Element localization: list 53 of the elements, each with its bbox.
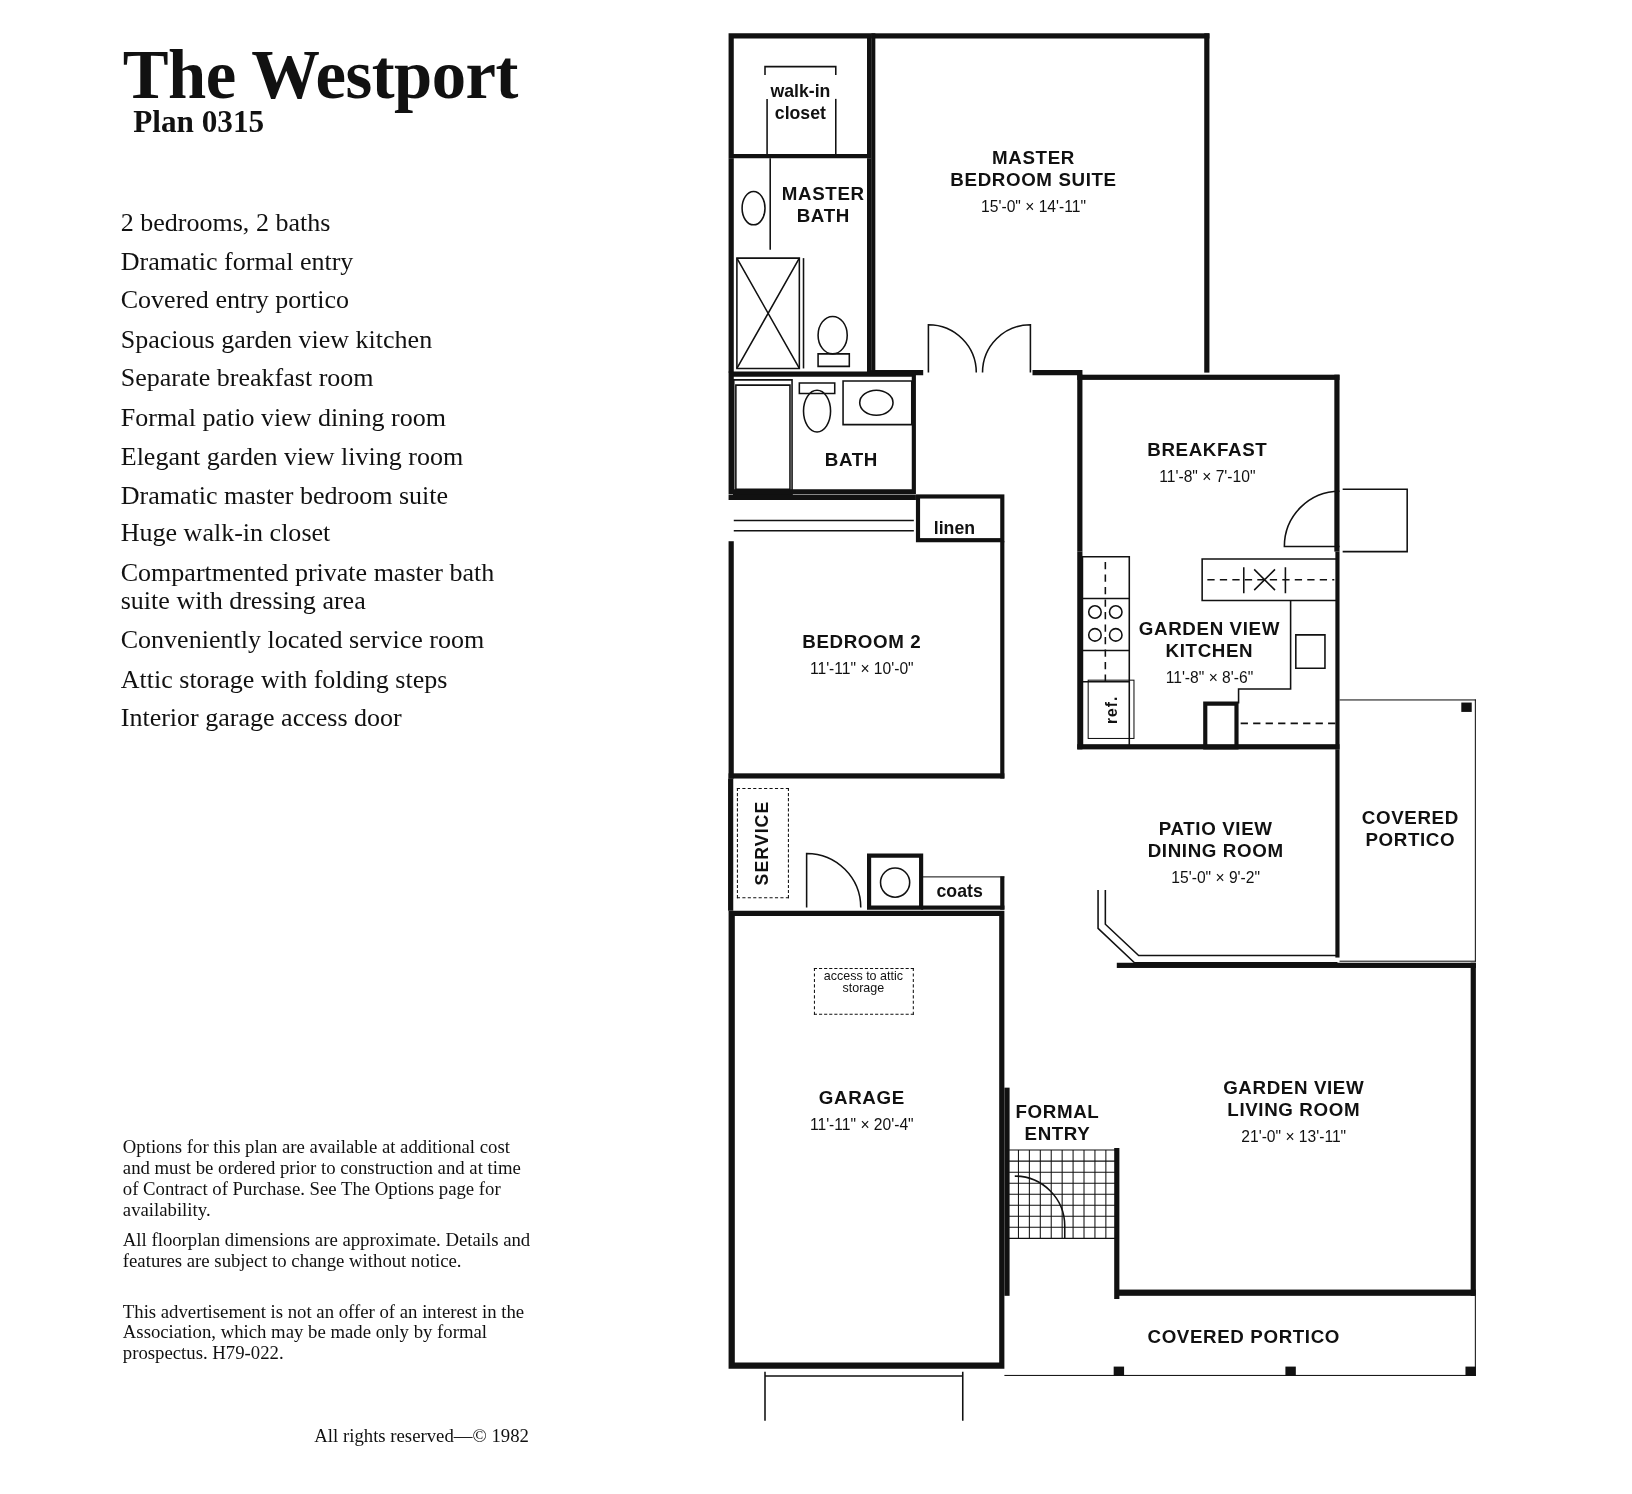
feature-item: Elegant garden view living room — [120, 442, 465, 471]
feature-item: Attic storage with folding steps — [120, 665, 449, 694]
feature-item: Formal patio view dining room — [120, 402, 447, 431]
room-name: walk-in closet — [769, 80, 832, 124]
feature-item: Interior garage access door — [120, 703, 403, 732]
room — [1116, 962, 1476, 1296]
feature-item: Spacious garden view kitchen — [120, 324, 434, 353]
room-name: ref. — [1102, 695, 1120, 724]
room-name: PATIO VIEW DINING ROOM — [1146, 818, 1285, 862]
room-dimensions: 15'-0" × 9'-2" — [1170, 867, 1261, 888]
room — [728, 371, 916, 495]
room-name: COVERED PORTICO — [1360, 807, 1460, 851]
room-name: MASTER BATH — [780, 183, 866, 227]
feature-item: Dramatic master bedroom suite — [120, 480, 450, 509]
room-name: SERVICE — [752, 800, 774, 886]
room-name: access to attic storage — [822, 970, 904, 994]
room — [1077, 374, 1340, 552]
room — [1077, 551, 1340, 750]
feature-item: Dramatic formal entry — [120, 246, 355, 275]
room-name: BATH — [823, 449, 879, 472]
room-name: BEDROOM 2 — [801, 631, 923, 654]
room-name: coats — [935, 880, 984, 902]
room-dimensions: 11'-8" × 8'-6" — [1164, 667, 1255, 688]
feature-item: Compartmented private master bath suite with dressing area — [120, 557, 496, 615]
storage-area — [921, 876, 1005, 910]
room-dimensions: 11'-8" × 7'-10" — [1158, 466, 1257, 487]
room-name: linen — [932, 517, 977, 540]
room-name: BREAKFAST — [1146, 439, 1269, 462]
room-dimensions: 11'-11" × 10'-0" — [808, 658, 915, 680]
copyright-text: All rights reserved—© 1982 — [314, 1423, 530, 1447]
feature-item: Separate breakfast room — [120, 363, 375, 392]
room-name: MASTER BEDROOM SUITE — [950, 147, 1117, 192]
feature-item: Huge walk-in closet — [120, 518, 332, 547]
storage-area — [915, 494, 1005, 543]
room-name: GARDEN VIEW KITCHEN — [1137, 618, 1281, 662]
room-dimensions: 15'-0" × 14'-11" — [980, 196, 1087, 218]
note-paragraph: Options for this plan are available at additional cost and must be ordered prior to construction and at time of Contract of Purchase. See The Options page for availability. — [122, 1136, 522, 1220]
room — [728, 910, 1005, 1369]
feature-item: Covered entry portico — [120, 285, 351, 314]
feature-item: 2 bedrooms, 2 baths — [120, 208, 332, 237]
storage-area — [728, 33, 872, 159]
room-name: COVERED PORTICO — [1146, 1326, 1342, 1348]
note-paragraph: All floorplan dimensions are approximate. Details and features are subject to change without notice. — [122, 1229, 532, 1271]
room-name: GARDEN VIEW LIVING ROOM — [1222, 1077, 1366, 1121]
room — [728, 541, 1005, 779]
room-name: GARAGE — [817, 1087, 906, 1110]
room-dimensions: 11'-11" × 20'-4" — [808, 1114, 915, 1136]
note-paragraph: This advertisement is not an offer of an interest in the Association, which may be made only by formal prospectus. H79-022. — [122, 1301, 526, 1364]
room-dimensions: 21'-0" × 13'-11" — [1240, 1126, 1348, 1147]
room — [728, 158, 872, 373]
room — [871, 33, 1210, 373]
room-name: FORMAL ENTRY — [1014, 1101, 1101, 1145]
feature-item: Conveniently located service room — [120, 625, 486, 654]
